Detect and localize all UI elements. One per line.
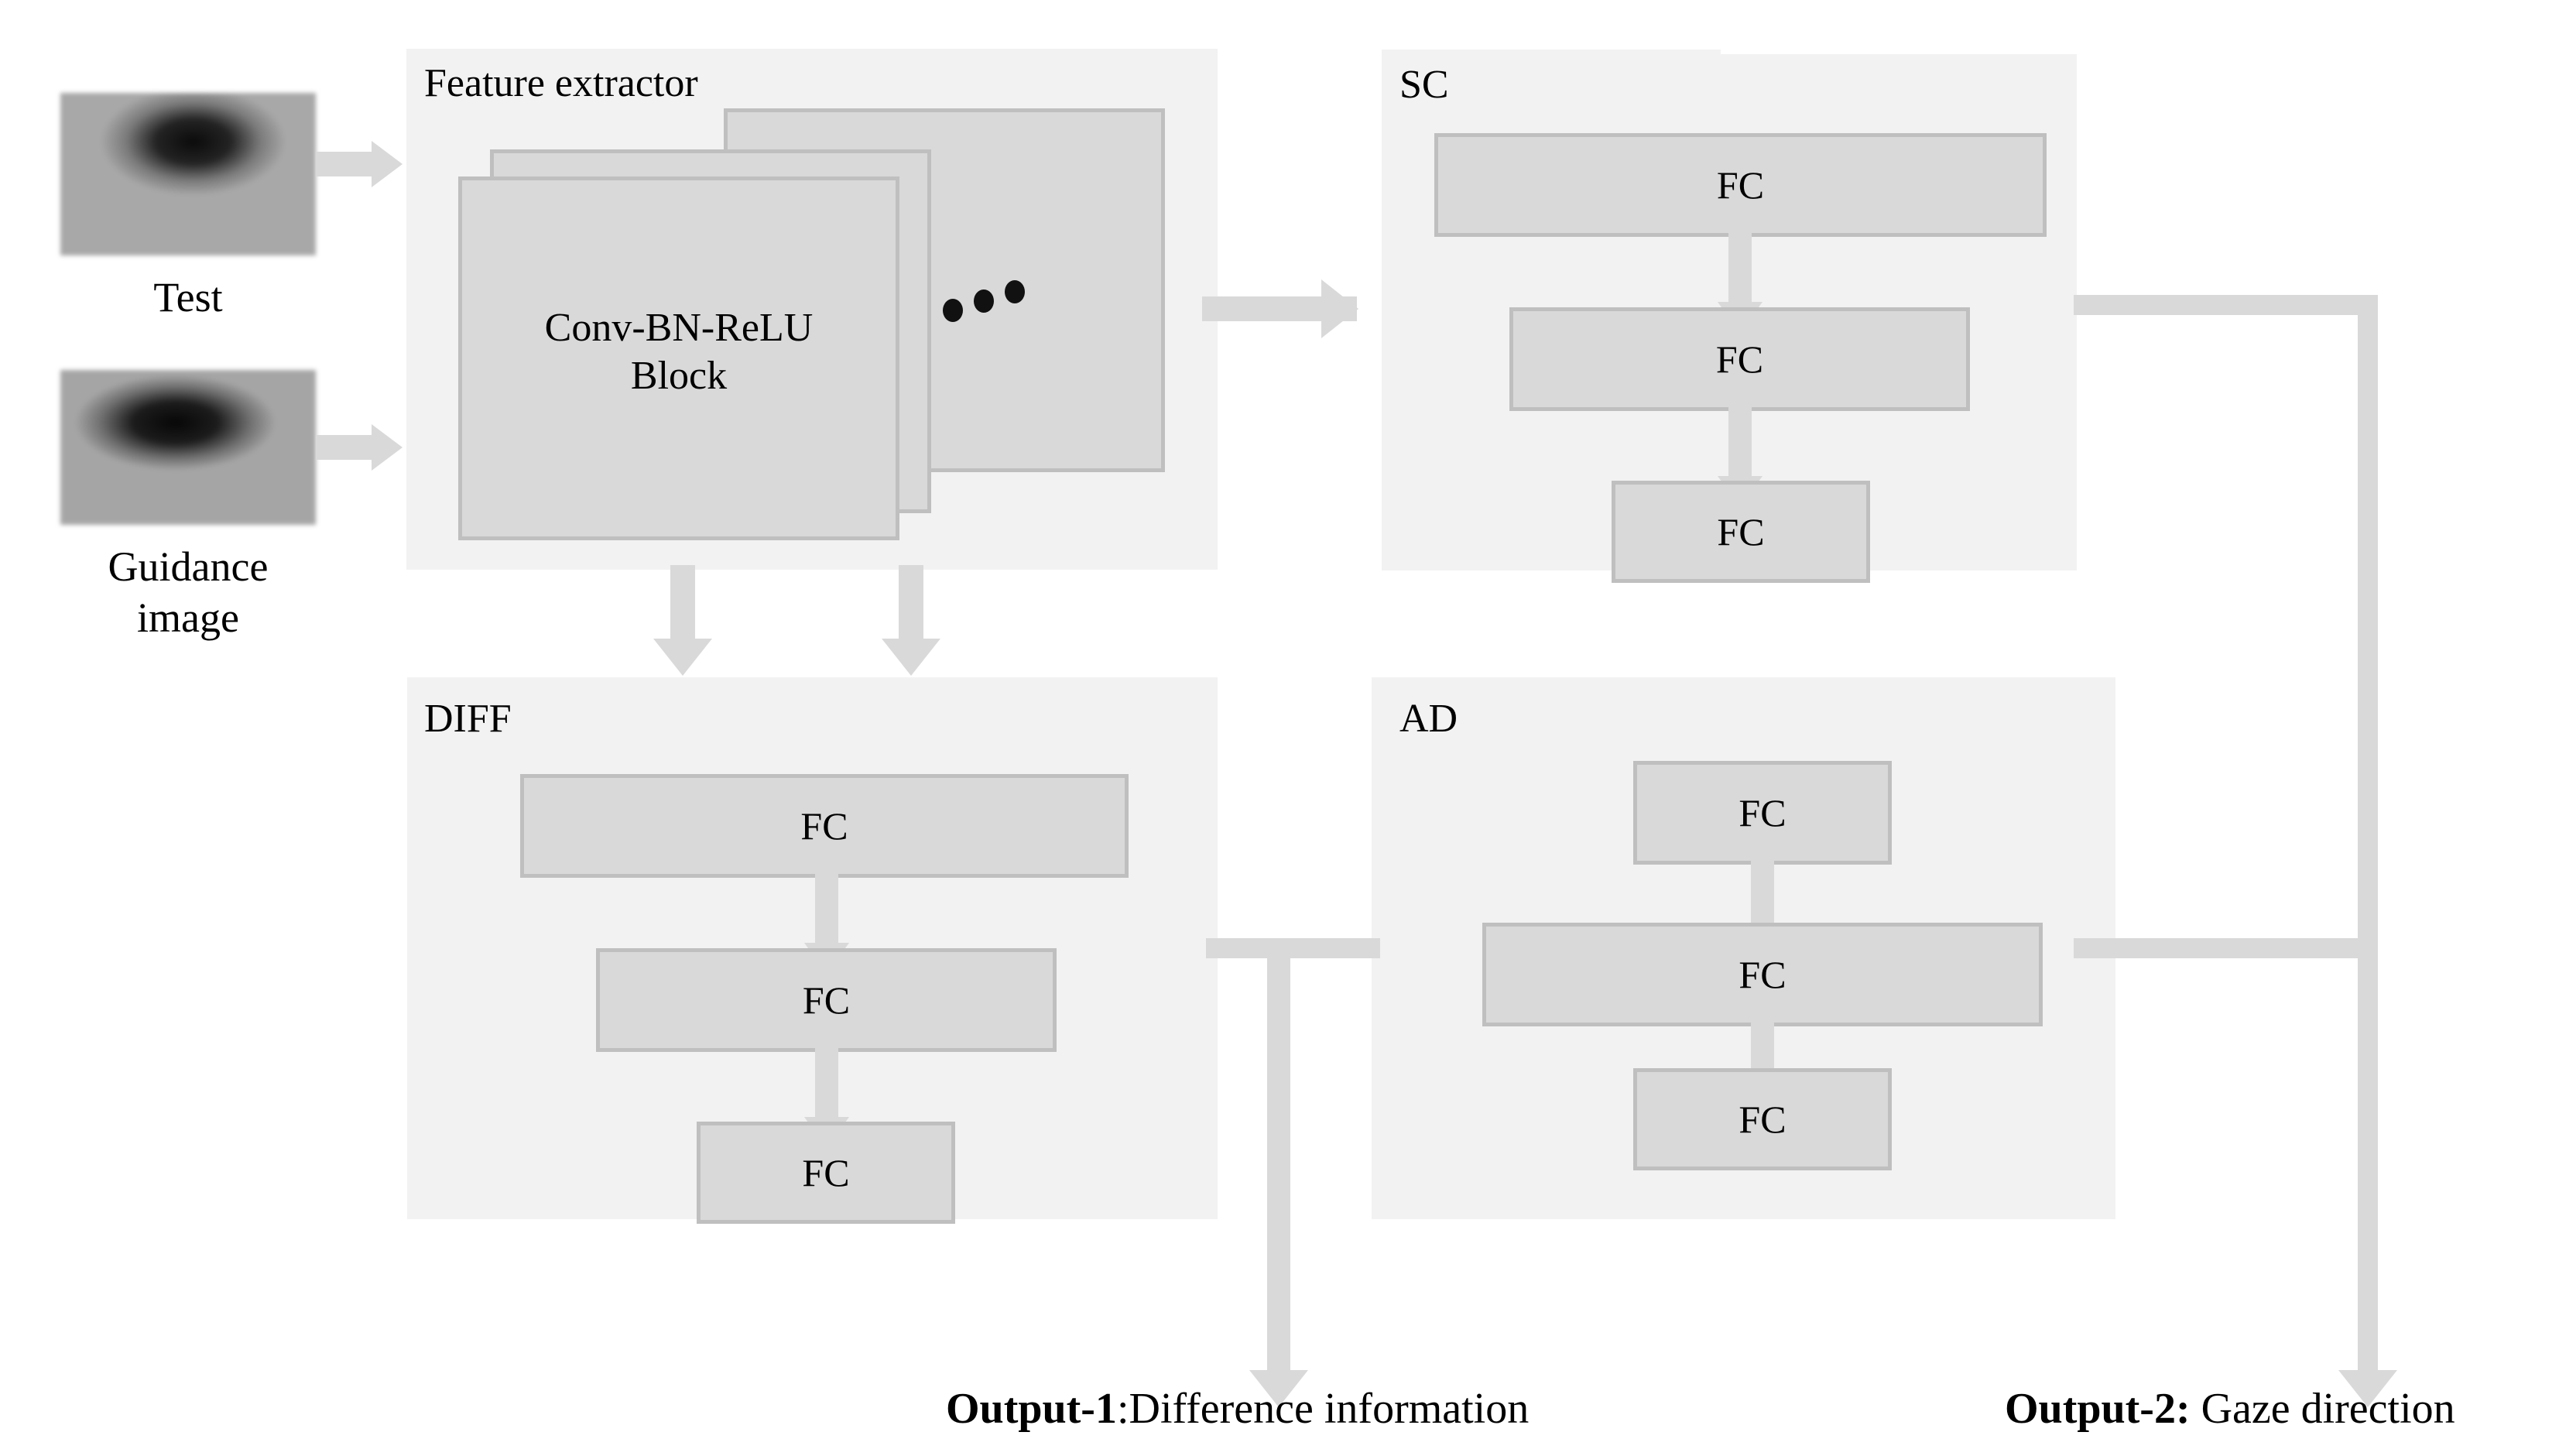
ad-to-output-2-line [2074, 938, 2378, 958]
diff-title: DIFF [424, 697, 512, 741]
ad-fc-1[interactable]: FC [1633, 761, 1892, 865]
ad-fc-2[interactable]: FC [1482, 923, 2043, 1026]
diff-to-ad-line [1206, 938, 1380, 958]
guidance-to-extractor-line [316, 435, 372, 460]
output-1-separator: : [1116, 1385, 1129, 1433]
sc-fc-1[interactable]: FC [1434, 133, 2047, 237]
output-2-description: Gaze direction [2190, 1385, 2455, 1433]
guidance-caption: Guidance image [108, 543, 269, 641]
ad-fc-3[interactable]: FC [1633, 1068, 1892, 1170]
output-1-arrowhead [1249, 1370, 1308, 1407]
conv-block-ellipsis-icon [943, 277, 1036, 324]
ad-title: AD [1399, 697, 1458, 741]
output-1-description: Difference information [1129, 1385, 1530, 1433]
conv-block-layer-1[interactable]: Conv-BN-ReLU Block [458, 176, 899, 540]
output-2-drop-line [2358, 295, 2378, 1383]
test-eye-image [60, 93, 316, 255]
conv-block-label-line1: Conv-BN-ReLU [544, 306, 814, 350]
sc-to-output-2-line [2074, 295, 2378, 315]
diff-fc-1[interactable]: FC [520, 774, 1129, 878]
sc-title: SC [1399, 63, 1449, 107]
sc-fc-2[interactable]: FC [1509, 307, 1970, 411]
output-1-name: Output-1 [946, 1385, 1117, 1433]
output-2-name: Output-2: [2005, 1385, 2191, 1433]
feature-extractor-title: Feature extractor [424, 61, 698, 105]
output-1-label: Output-1:Difference information [946, 1384, 1529, 1434]
output-2-name-text: Output-2 [2005, 1385, 2176, 1433]
diff-fc-3[interactable]: FC [697, 1122, 955, 1224]
output-2-label: Output-2: Gaze direction [2005, 1384, 2455, 1434]
extractor-to-diff-arrowhead-right [882, 639, 940, 676]
test-caption: Test [153, 274, 223, 320]
test-to-extractor-arrowhead [372, 141, 403, 187]
extractor-to-diff-line-right [899, 565, 923, 644]
sc-fc-3[interactable]: FC [1612, 481, 1870, 583]
output-2-arrowhead [2338, 1370, 2397, 1407]
extractor-to-diff-line-left [670, 565, 695, 644]
guidance-eye-image [60, 370, 316, 525]
guidance-to-extractor-arrowhead [372, 424, 403, 471]
output-2-separator: : [2175, 1385, 2191, 1433]
extractor-to-sc-arrowhead [1321, 279, 1358, 338]
conv-block-label-line2: Block [630, 354, 728, 398]
diff-fc-2[interactable]: FC [596, 948, 1057, 1052]
output-1-drop-line [1267, 938, 1290, 1383]
test-to-extractor-line [316, 152, 372, 176]
extractor-to-diff-arrowhead-left [653, 639, 712, 676]
